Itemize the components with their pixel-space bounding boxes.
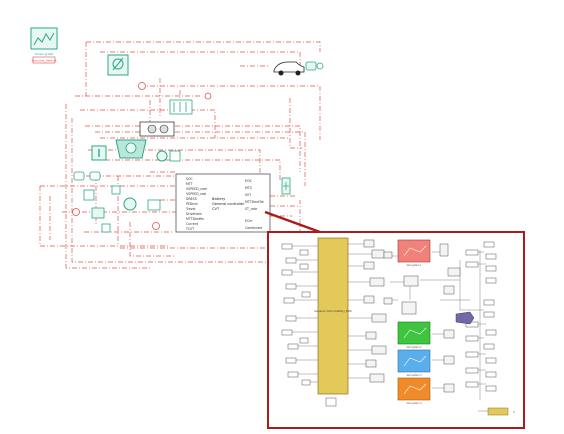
- car-icon: [273, 61, 305, 76]
- transmission-block[interactable]: [169, 99, 193, 115]
- detail-scope-block[interactable]: [325, 397, 337, 407]
- scope-block[interactable]: Scope graph Simulink_Vehicle: [30, 27, 58, 64]
- detail-wires-mid: [348, 243, 481, 400]
- sub-system-green[interactable]: Sub-system 2: [397, 321, 431, 349]
- vehicle-output-block[interactable]: [305, 61, 324, 71]
- output-port-label: ECm: [245, 219, 252, 223]
- output-port-label: SVT: [245, 193, 251, 197]
- output-port-label: Combinate: [245, 226, 262, 230]
- controller-subsystem-label: General control battery_EMS: [314, 309, 352, 313]
- sub-system-orange-label: Sub-system 4: [407, 402, 423, 405]
- sub-system-orange[interactable]: Sub-system 4: [397, 377, 431, 405]
- general-controller-block[interactable]: SOC MTT VSPEED_com VSPEED_real DRESS PED…: [175, 173, 271, 233]
- sub-system-red[interactable]: Sub-system 1: [397, 239, 431, 267]
- detail-wires-left: [292, 245, 318, 383]
- input-port-label: MTTDmdfin: [186, 217, 204, 221]
- sub-system-blue-label: Sub-system 3: [407, 374, 423, 377]
- scope-label-1: Scope graph: [35, 52, 54, 56]
- controller-title-line: General controller: [212, 202, 245, 206]
- output-port-label: EOS: [245, 179, 252, 183]
- sub-system-red-label: Sub-system 1: [407, 264, 423, 267]
- input-port-label: PEDmd: [186, 202, 198, 206]
- output-port-label: MTTDmdTot: [245, 200, 265, 204]
- input-port-label: Trevel: [185, 207, 196, 211]
- input-port-label: TCVT: [185, 227, 194, 231]
- scope-label-2: Simulink_Vehicle: [31, 59, 56, 63]
- detail-wires-right: [470, 251, 486, 385]
- detail-inports: [281, 243, 311, 386]
- output-port-label: ST_rate: [245, 207, 257, 211]
- zoom-callout-line: [264, 210, 321, 234]
- controller-subsystem-block[interactable]: [317, 237, 349, 395]
- input-port-label: Drivetrain: [186, 212, 202, 216]
- generator-block[interactable]: [156, 150, 181, 162]
- controller-output-labels: EOS MTS SVT MTTDmdTot ST_rate ECm Combin…: [245, 179, 265, 230]
- left-signal-chain[interactable]: [72, 171, 161, 233]
- battery-block[interactable]: [91, 145, 107, 161]
- motor-block[interactable]: [107, 54, 129, 76]
- input-port-label: VSPEED_real: [186, 192, 206, 196]
- sub-system-green-label: Sub-system 2: [407, 346, 423, 349]
- detail-panel[interactable]: General control battery_EMS: [267, 231, 525, 429]
- detail-outports: [465, 241, 497, 392]
- controller-input-labels: SOC MTT VSPEED_com VSPEED_real DRESS PED…: [185, 177, 207, 231]
- small-yellow-block[interactable]: [487, 407, 509, 416]
- sum-node-2[interactable]: [204, 92, 212, 100]
- controller-title-line: Battery: [212, 197, 226, 201]
- controller-title-line: CVT: [212, 207, 220, 211]
- input-port-label: SOC: [186, 177, 194, 181]
- input-port-label: VSPEED_com: [186, 187, 207, 191]
- bus-selector-block[interactable]: [455, 311, 475, 325]
- detail-page-number: 1: [513, 410, 515, 414]
- gear-coupling-block[interactable]: [139, 121, 175, 137]
- detail-small-blocks: [363, 239, 461, 393]
- engine-block[interactable]: [115, 139, 147, 159]
- controller-title: Battery General controller CVT: [212, 197, 245, 211]
- input-port-label: DRESS: [186, 197, 197, 201]
- input-port-label: Current: [186, 222, 199, 226]
- input-port-label: MTT: [186, 182, 193, 186]
- sum-node-1[interactable]: [138, 82, 146, 90]
- right-green-gauges[interactable]: [281, 177, 291, 195]
- sub-system-blue[interactable]: Sub-system 3: [397, 349, 431, 377]
- output-port-label: MTS: [245, 186, 252, 190]
